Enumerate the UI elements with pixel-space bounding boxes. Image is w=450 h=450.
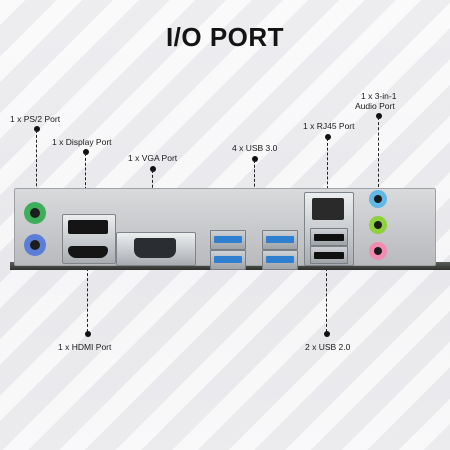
label-ps2: 1 x PS/2 Port <box>10 114 61 124</box>
ps2-keyboard-port <box>24 234 46 256</box>
leader-line-hdmi <box>87 268 88 332</box>
leader-dot-usb2 <box>324 331 330 337</box>
label-audio-line2: Audio Port <box>355 101 395 111</box>
usb2-port-2 <box>310 246 348 264</box>
leader-dot-hdmi <box>85 331 91 337</box>
audio-line-in-jack <box>369 190 387 208</box>
page-title: I/O PORT <box>165 22 285 52</box>
label-display-port: 1 x Display Port <box>52 137 112 147</box>
label-usb2: 2 x USB 2.0 <box>305 342 351 352</box>
leader-line-ps2 <box>36 130 37 196</box>
vga-port <box>134 238 176 258</box>
leader-line-usb3-stem <box>254 160 255 196</box>
leader-dot-ps2 <box>34 126 40 132</box>
usb3-port-4 <box>262 250 298 270</box>
audio-mic-jack <box>369 242 387 260</box>
leader-line-rj45 <box>327 138 328 194</box>
label-vga: 1 x VGA Port <box>128 153 178 163</box>
audio-line-out-jack <box>369 216 387 234</box>
display-port <box>68 220 108 234</box>
label-hdmi: 1 x HDMI Port <box>58 342 112 352</box>
leader-dot-usb3 <box>252 156 258 162</box>
leader-line-display-port <box>85 153 86 219</box>
usb3-port-2 <box>210 250 246 270</box>
label-usb3: 4 x USB 3.0 <box>232 143 278 153</box>
hdmi-port <box>68 246 108 258</box>
label-audio-line1: 1 x 3-in-1 <box>361 91 397 101</box>
usb3-port-1 <box>210 230 246 250</box>
leader-line-usb2 <box>326 268 327 332</box>
rj45-port <box>312 198 344 220</box>
usb3-port-3 <box>262 230 298 250</box>
leader-dot-audio <box>376 113 382 119</box>
label-rj45: 1 x RJ45 Port <box>303 121 355 131</box>
usb2-port-1 <box>310 228 348 246</box>
leader-dot-rj45 <box>325 134 331 140</box>
leader-dot-vga <box>150 166 156 172</box>
ps2-mouse-port <box>24 202 46 224</box>
leader-line-audio <box>378 117 379 187</box>
leader-dot-display-port <box>83 149 89 155</box>
